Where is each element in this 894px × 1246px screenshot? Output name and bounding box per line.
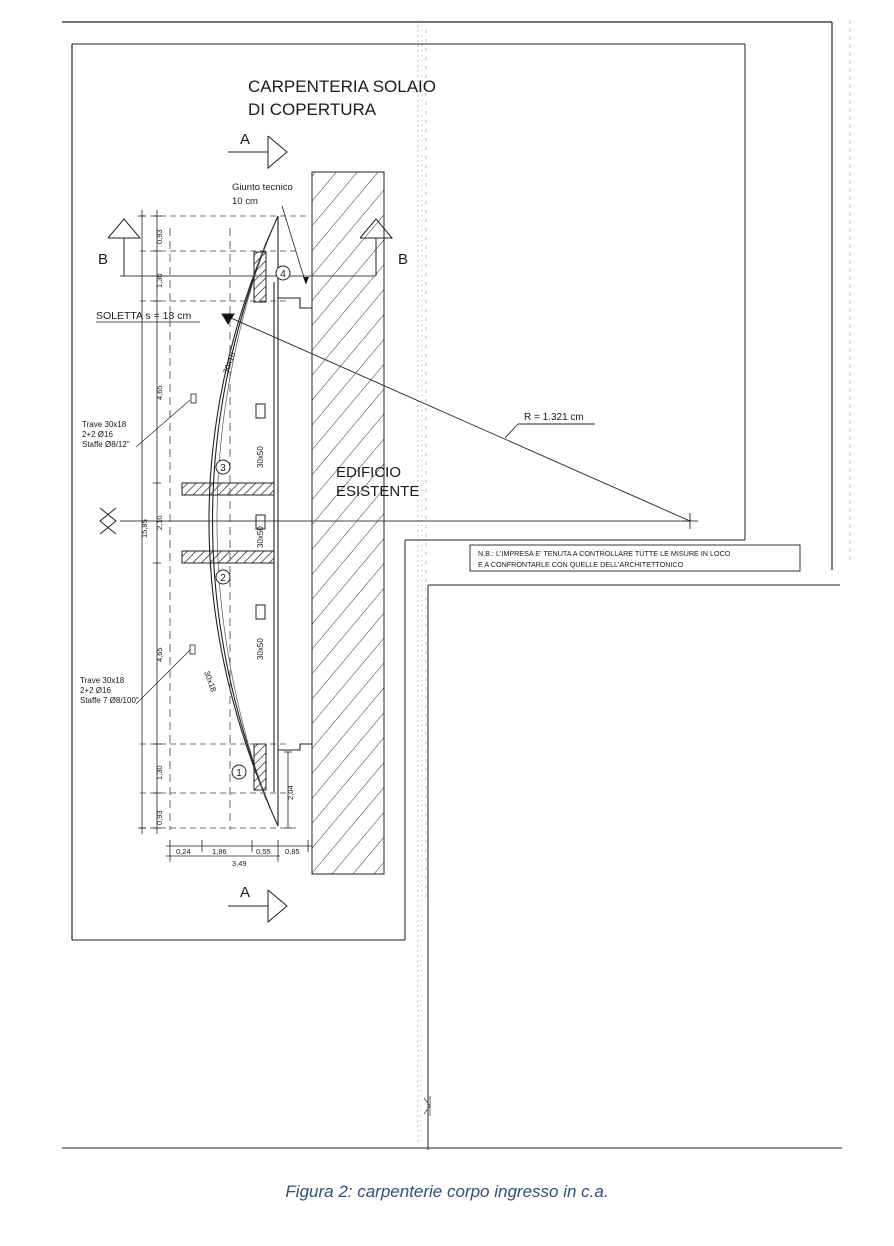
marker-1: 1 xyxy=(231,764,247,780)
existing-building-wall xyxy=(311,171,385,875)
drawing-title-line1: CARPENTERIA SOLAIO xyxy=(248,77,436,96)
sheet-frame xyxy=(62,21,842,1150)
existing-building-label-line2: ESISTENTE xyxy=(336,483,419,500)
dim-465-top: 4,65 xyxy=(155,385,164,400)
dim-085: 0,85 xyxy=(285,847,300,856)
dim-055: 0,55 xyxy=(256,847,271,856)
section-b-left-marker xyxy=(107,218,142,276)
arc-beam-top-label: 30x18 xyxy=(221,351,237,375)
vertical-dimension-lines xyxy=(138,210,292,834)
radius-line xyxy=(221,313,698,529)
arc-beam-section-marks xyxy=(189,393,197,655)
svg-text:3: 3 xyxy=(220,463,226,474)
marker-2: 2 xyxy=(215,569,231,585)
beam-note-top-line1: Trave 30x18 xyxy=(82,420,127,429)
beam-note-top-leader xyxy=(135,399,191,448)
column-label-upper: 30x50 xyxy=(256,446,265,468)
technical-joint-arrow xyxy=(303,277,309,284)
section-b-right-label: B xyxy=(398,251,408,268)
column-label-mid: 30x50 xyxy=(256,526,265,548)
dim-349: 3,49 xyxy=(232,859,247,868)
beam-note-bottom-line3: Staffe 7 Ø8/100" xyxy=(80,696,139,705)
column-label-lower: 30x50 xyxy=(256,638,265,660)
radius-label: R = 1.321 cm xyxy=(524,412,584,423)
note-box xyxy=(469,544,801,572)
technical-joint-leader xyxy=(281,205,307,285)
dim-024: 0,24 xyxy=(176,847,191,856)
dim-130-top: 1,30 xyxy=(155,273,164,288)
arc-beam-bottom-label: 30x18 xyxy=(202,670,218,694)
beam-note-bottom-leader xyxy=(135,649,191,705)
scan-stamp xyxy=(423,1096,431,1116)
beam-note-bottom-line2: 2+2 Ø16 xyxy=(80,686,111,695)
section-b-left-label: B xyxy=(98,251,108,268)
horizontal-dimension-lines xyxy=(166,840,312,862)
beam-note-top-line2: 2+2 Ø16 xyxy=(82,430,113,439)
scan-noise xyxy=(417,19,851,1146)
beam-note-bottom-line1: Trave 30x18 xyxy=(80,676,125,685)
beam-note-top-line3: Staffe Ø8/12" xyxy=(82,440,130,449)
dim-093-bottom: 0,93 xyxy=(155,810,164,825)
slab-thickness-label: SOLETTA s = 18 cm xyxy=(96,310,191,322)
dim-130-bottom: 1,30 xyxy=(155,765,164,780)
note-line1: N.B.: L'IMPRESA E' TENUTA A CONTROLLARE … xyxy=(478,549,731,558)
section-a-top-marker xyxy=(228,135,288,170)
horizontal-beams xyxy=(181,482,275,564)
section-a-bottom-marker xyxy=(228,889,288,924)
dim-465-bottom: 4,65 xyxy=(155,647,164,662)
note-line2: E A CONFRONTARLE CON QUELLE DELL'ARCHITE… xyxy=(478,560,684,569)
marker-3: 3 xyxy=(215,459,231,475)
existing-building-label-line1: EDIFICIO xyxy=(336,464,401,481)
construction-lines xyxy=(120,215,690,830)
dim-210: 2,10 xyxy=(155,515,164,530)
figure-caption: Figura 2: carpenterie corpo ingresso in … xyxy=(285,1182,609,1201)
svg-text:4: 4 xyxy=(280,269,286,280)
dim-186: 1,86 xyxy=(212,847,227,856)
symmetry-marker xyxy=(99,507,117,535)
technical-joint-label-line1: Giunto tecnico xyxy=(232,182,293,193)
section-a-top-label: A xyxy=(240,131,250,148)
svg-text:2: 2 xyxy=(220,573,226,584)
drawing-title-line2: DI COPERTURA xyxy=(248,100,377,119)
svg-text:1: 1 xyxy=(236,768,242,779)
column-squares xyxy=(255,403,266,620)
structural-drawing: CARPENTERIA SOLAIO DI COPERTURA EDIFICIO… xyxy=(62,19,851,1150)
dim-093-top: 0,93 xyxy=(155,229,164,244)
corner-columns xyxy=(253,251,267,791)
section-a-bottom-label: A xyxy=(240,884,250,901)
dim-1585: 15,85 xyxy=(140,519,149,538)
technical-joint-label-line2: 10 cm xyxy=(232,196,258,207)
dim-204: 2,04 xyxy=(286,785,295,800)
section-b-right-marker xyxy=(359,218,394,276)
marker-4: 4 xyxy=(275,265,291,281)
